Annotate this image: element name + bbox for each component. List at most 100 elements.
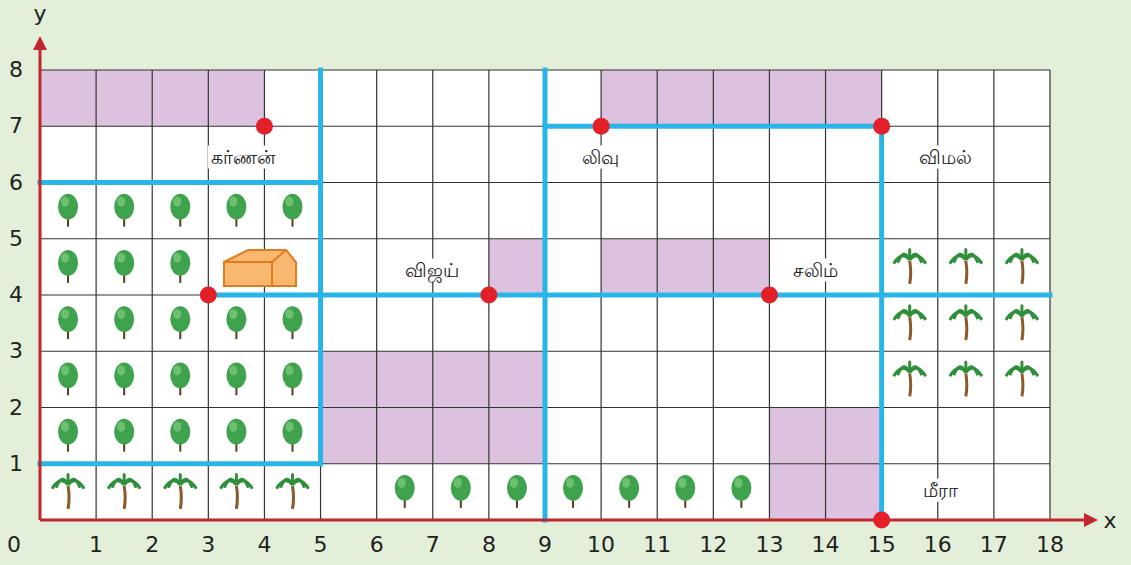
place-name: சலிம் bbox=[790, 259, 841, 282]
round-tree bbox=[226, 306, 246, 339]
tick-number: 6 bbox=[9, 170, 23, 194]
round-tree bbox=[226, 362, 246, 395]
tick-number: 5 bbox=[314, 533, 328, 557]
axis-label: y bbox=[33, 2, 46, 26]
grid-ground bbox=[40, 70, 1050, 520]
shaded-cell bbox=[321, 351, 377, 407]
road bbox=[40, 180, 321, 185]
round-tree bbox=[282, 362, 302, 395]
round-tree bbox=[114, 419, 134, 452]
tick-number: 9 bbox=[538, 533, 552, 557]
round-tree bbox=[731, 475, 751, 508]
tick-number: 6 bbox=[370, 533, 384, 557]
tick-number: 10 bbox=[587, 533, 615, 557]
shaded-cell bbox=[489, 239, 545, 295]
palm-tree bbox=[1006, 306, 1038, 340]
round-tree bbox=[282, 306, 302, 339]
round-tree bbox=[451, 475, 471, 508]
round-tree bbox=[114, 194, 134, 227]
grid-line bbox=[881, 70, 882, 520]
round-tree bbox=[58, 194, 78, 227]
shaded-cell bbox=[489, 351, 545, 407]
round-tree bbox=[114, 250, 134, 283]
location-dot bbox=[873, 512, 890, 529]
shaded-cell bbox=[769, 70, 825, 126]
palm-tree bbox=[164, 474, 196, 508]
shaded-cell bbox=[96, 70, 152, 126]
axes bbox=[33, 36, 1098, 527]
location-dot bbox=[873, 118, 890, 135]
tick-number: 13 bbox=[755, 533, 783, 557]
round-tree bbox=[563, 475, 583, 508]
round-tree bbox=[114, 306, 134, 339]
tick-number: 3 bbox=[9, 339, 23, 363]
round-tree bbox=[395, 475, 415, 508]
shaded-cell bbox=[769, 408, 825, 464]
location-dot bbox=[256, 118, 273, 135]
tick-number: 11 bbox=[643, 533, 671, 557]
axis-label: x bbox=[1103, 509, 1116, 533]
road bbox=[542, 70, 547, 520]
shaded-cell bbox=[826, 70, 882, 126]
round-tree bbox=[507, 475, 527, 508]
tick-number: 14 bbox=[812, 533, 840, 557]
tick-number: 1 bbox=[9, 452, 23, 476]
tick-number: 8 bbox=[9, 58, 23, 82]
shaded-cell bbox=[713, 70, 769, 126]
place-name: கர்ணன் bbox=[208, 146, 278, 169]
shaded-cell bbox=[433, 351, 489, 407]
palm-tree bbox=[950, 362, 982, 396]
grid-line bbox=[544, 70, 545, 520]
shaded-cell bbox=[826, 408, 882, 464]
round-tree bbox=[170, 419, 190, 452]
shaded-cell bbox=[769, 464, 825, 520]
tick-number: 1 bbox=[89, 533, 103, 557]
round-tree bbox=[282, 194, 302, 227]
shaded-cell bbox=[377, 408, 433, 464]
roads bbox=[40, 70, 1050, 520]
tick-number: 2 bbox=[145, 533, 159, 557]
shaded-cell bbox=[40, 70, 96, 126]
location-dot bbox=[593, 118, 610, 135]
palm-tree bbox=[52, 474, 84, 508]
tick-number: 3 bbox=[201, 533, 215, 557]
road bbox=[879, 126, 884, 520]
grid-line bbox=[40, 126, 1050, 127]
tick-number: 5 bbox=[9, 227, 23, 251]
tick-number: 18 bbox=[1036, 533, 1064, 557]
round-tree bbox=[58, 306, 78, 339]
location-dots bbox=[200, 118, 890, 529]
round-tree bbox=[58, 419, 78, 452]
palm-tree bbox=[894, 249, 926, 283]
shaded-cell bbox=[601, 70, 657, 126]
palm-tree bbox=[1006, 362, 1038, 396]
palm-tree bbox=[108, 474, 140, 508]
palm-tree bbox=[220, 474, 252, 508]
palm-tree bbox=[950, 306, 982, 340]
round-tree bbox=[58, 250, 78, 283]
place-name: மீரா bbox=[920, 479, 961, 502]
shaded-cell bbox=[152, 70, 208, 126]
shaded-cell bbox=[657, 239, 713, 295]
house-icon bbox=[224, 250, 296, 286]
tick-number: 15 bbox=[868, 533, 896, 557]
location-dot bbox=[200, 287, 217, 304]
shaded-cell bbox=[601, 239, 657, 295]
tick-number: 12 bbox=[699, 533, 727, 557]
shaded-cell bbox=[208, 70, 264, 126]
road bbox=[318, 70, 323, 464]
shaded-cell bbox=[377, 351, 433, 407]
shaded-cell bbox=[489, 408, 545, 464]
palm-tree bbox=[894, 362, 926, 396]
round-tree bbox=[619, 475, 639, 508]
palm-tree bbox=[276, 474, 308, 508]
round-tree bbox=[675, 475, 695, 508]
shaded-cell bbox=[321, 408, 377, 464]
palm-tree bbox=[950, 249, 982, 283]
round-tree bbox=[58, 362, 78, 395]
location-dot bbox=[761, 287, 778, 304]
tick-number: 7 bbox=[426, 533, 440, 557]
round-tree bbox=[170, 306, 190, 339]
round-tree bbox=[170, 194, 190, 227]
